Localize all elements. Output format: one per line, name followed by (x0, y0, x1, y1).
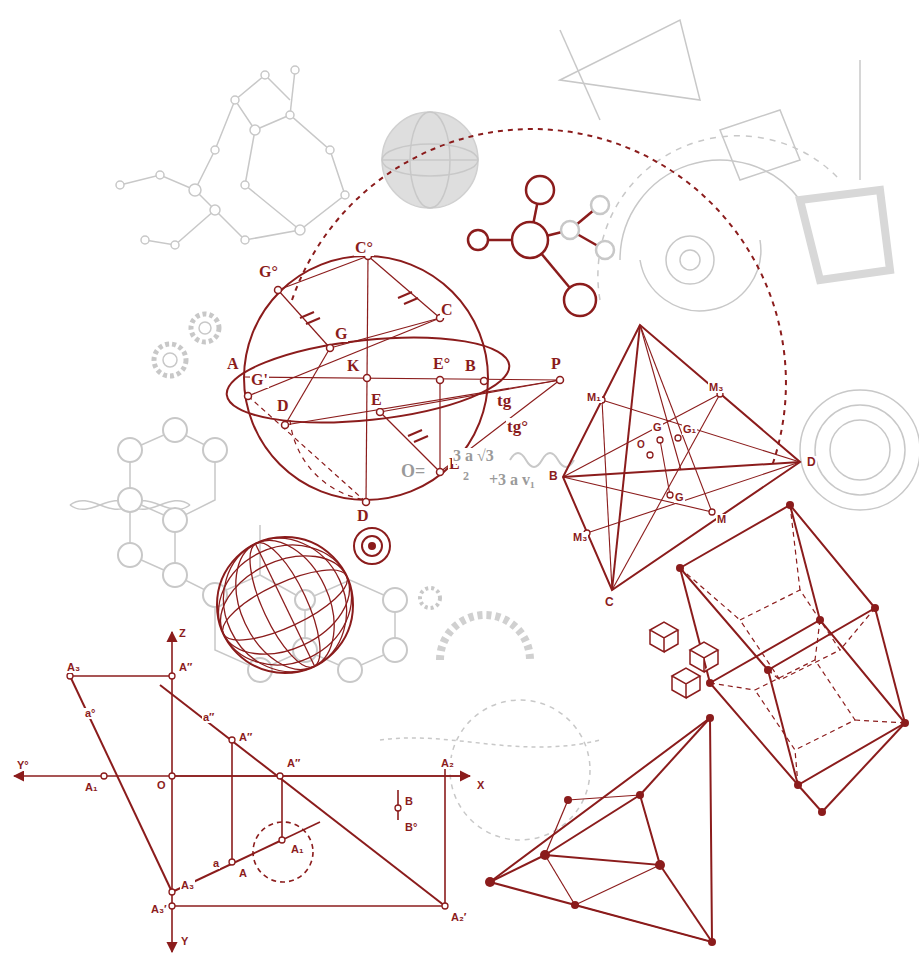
figure-label: A₁ (290, 844, 305, 855)
figure-label: K (346, 358, 360, 374)
figure-label: C (604, 596, 615, 608)
figure-label: B° (404, 822, 418, 833)
figure-label: A₃′ (150, 904, 168, 915)
figure-label: B (464, 358, 477, 374)
figure-label: Y (180, 936, 189, 947)
figure-label: A₂′ (450, 912, 467, 923)
figure-label: B (548, 470, 559, 482)
figure-label: D (356, 508, 370, 524)
figure-label: P (550, 356, 562, 372)
figure-label: A₁ (84, 782, 99, 793)
figure-label: tg° (506, 418, 529, 435)
hypercube (650, 501, 909, 816)
figure-label: tg (496, 392, 512, 409)
figure-label: A₃ (180, 880, 195, 891)
figure-label: B (404, 796, 414, 807)
figure-label: G (674, 492, 685, 503)
figure-label: Y° (16, 760, 30, 771)
figure-label: A (226, 356, 240, 372)
figure-label: C° (354, 240, 374, 256)
figure-label: O (156, 780, 167, 791)
atom-symbol (354, 528, 390, 564)
figure-label: M₁ (586, 392, 602, 403)
figure-label: 2 (462, 470, 470, 482)
projection-drawing (14, 632, 470, 952)
figure-label: A″ (286, 758, 301, 769)
sphere-construction (223, 129, 786, 505)
wire-globe (199, 518, 371, 692)
figure-label: A (238, 868, 248, 879)
figure-label: C (440, 302, 454, 318)
molecule-model (468, 176, 614, 316)
figure-label: X (476, 780, 485, 791)
tetrahedron (563, 325, 800, 590)
figure-label: E° (432, 356, 451, 372)
figure-label: A₃ (66, 662, 81, 673)
figure-label: a (212, 858, 220, 869)
figure-label: E (370, 392, 383, 408)
figure-label: O= (400, 462, 426, 480)
figure-label: A″ (238, 732, 253, 743)
lower-tetrahedron (485, 714, 716, 946)
figure-label: 3 a √3 (452, 448, 495, 464)
figure-label: M₃ (572, 532, 588, 543)
figure-label: M₃ (708, 382, 724, 393)
figure-label: G° (258, 264, 279, 280)
figure-label: D (276, 398, 290, 414)
figure-label: G (652, 422, 663, 433)
figure-label: a″ (202, 712, 215, 723)
figure-label: Z (178, 628, 187, 639)
background-art (70, 20, 919, 840)
figure-label: O (636, 440, 646, 450)
figure-label: A″ (178, 662, 193, 673)
figure-label: a° (84, 708, 97, 719)
figure-label: M (716, 514, 727, 525)
figure-label: A₂ (440, 758, 455, 769)
figure-label: G' (250, 372, 269, 388)
figure-label: G₁ (682, 424, 697, 435)
figure-label: D (806, 456, 817, 468)
figure-label: +3 a v₁ (488, 472, 536, 488)
figure-label: G (334, 326, 348, 342)
